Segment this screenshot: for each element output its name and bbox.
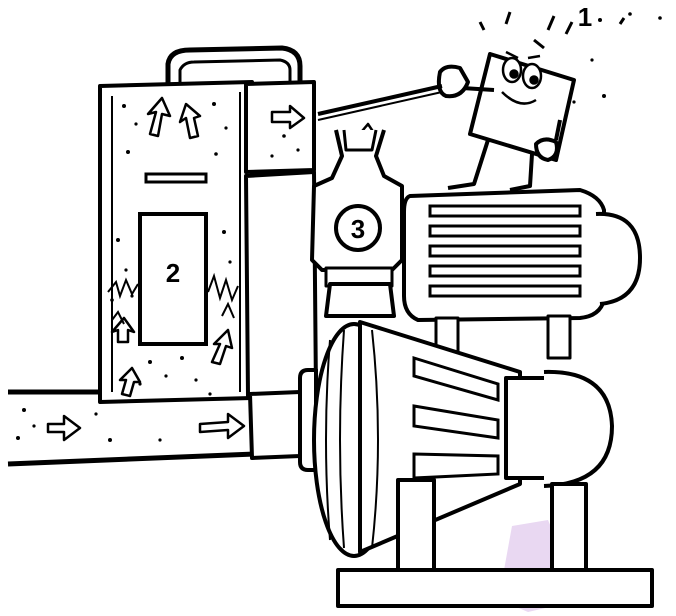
svg-text:1: 1 xyxy=(578,2,592,32)
label-1: 1 xyxy=(578,2,592,32)
label-2: 2 xyxy=(166,258,180,288)
svg-text:2: 2 xyxy=(166,258,180,288)
action-marks xyxy=(480,12,624,48)
svg-text:3: 3 xyxy=(351,214,365,244)
tool-rod xyxy=(318,86,442,120)
label-3: 3 xyxy=(336,206,380,250)
